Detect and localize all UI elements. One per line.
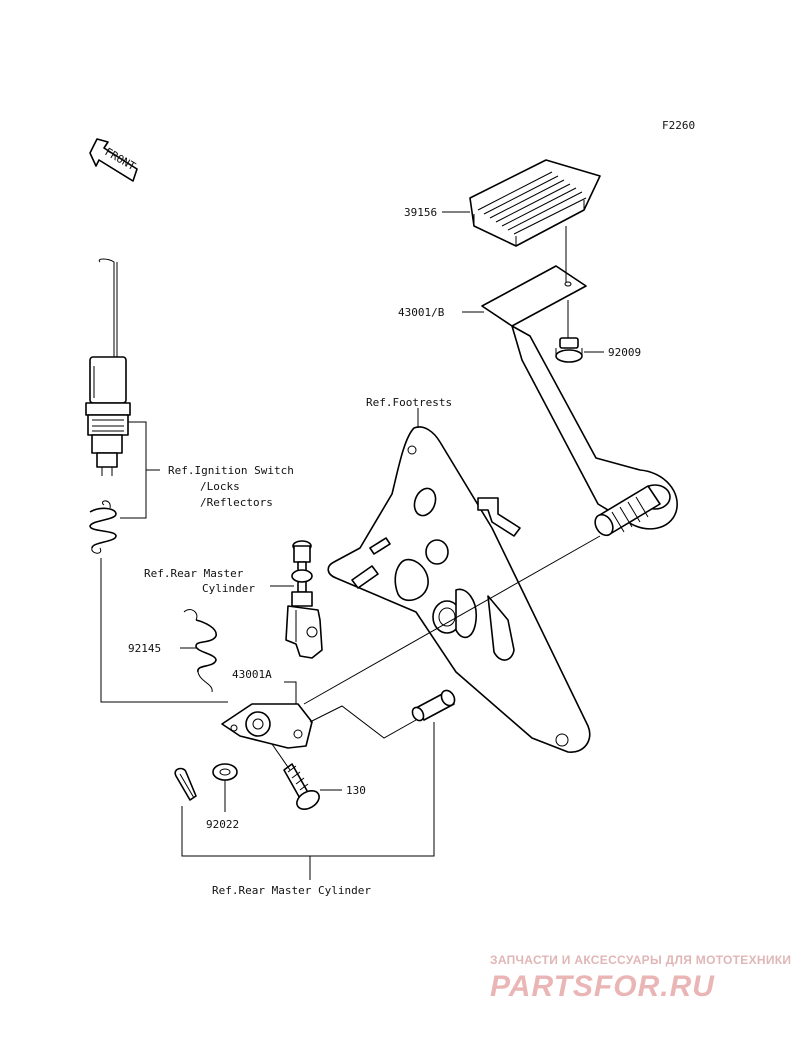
part-92009-label: 92009: [608, 346, 641, 359]
brake-light-switch: [85, 258, 131, 476]
watermark-logo: ЗАПЧАСТИ И АКСЕССУАРЫ ДЛЯ МОТОТЕХНИКИ PA…: [490, 953, 791, 1003]
pivot-bracket: [221, 703, 313, 749]
spring-to-pivot-leader: [100, 558, 228, 703]
watermark-main-text: PARTSFOR.RU: [490, 970, 715, 1003]
bolt-axis: [271, 743, 291, 771]
pedal-pad: [469, 159, 601, 247]
return-spring-92145: [183, 609, 217, 693]
bottom-master-leader: [181, 722, 435, 880]
ref-rear-master-cylinder-bottom-label: Ref.Rear Master Cylinder: [212, 884, 371, 897]
pivot-shaft: [594, 485, 661, 537]
pin-axis-line: [309, 705, 417, 739]
part-39156-label: 39156: [404, 206, 437, 219]
clevis-43001a: [285, 605, 323, 659]
ref-reflectors-label: /Reflectors: [200, 496, 273, 509]
part-92022-label: 92022: [206, 818, 239, 831]
switch-spring: [89, 500, 117, 554]
footrest-plate: [327, 426, 591, 753]
washer-92022: [212, 763, 238, 781]
plate-pins: [351, 537, 391, 589]
figure-code: F2260: [662, 119, 695, 132]
cotter-pin: [174, 767, 197, 801]
pivot-axis-line: [303, 535, 601, 705]
watermark-top-text: ЗАПЧАСТИ И АКСЕССУАРЫ ДЛЯ МОТОТЕХНИКИ: [490, 953, 791, 967]
bolt-130: [283, 763, 320, 810]
ref-ignition-switch-label: Ref.Ignition Switch: [168, 464, 294, 477]
front-arrow-icon: FRONT: [89, 138, 138, 182]
clevis-pin: [411, 689, 456, 722]
master-cylinder-rod: [291, 540, 313, 607]
ref-locks-label: /Locks: [200, 480, 240, 493]
part-92145-label: 92145: [128, 642, 161, 655]
part-43001b-label: 43001/B: [398, 306, 445, 319]
ref-rear-master-label: Ref.Rear Master: [144, 567, 244, 580]
cylinder-label: Cylinder: [202, 582, 255, 595]
part-130-label: 130: [346, 784, 366, 797]
ref-footrests-label: Ref.Footrests: [366, 396, 452, 409]
nut-92009: [555, 300, 583, 363]
part-43001a-label: 43001A: [232, 668, 272, 681]
ignition-leader: [120, 421, 160, 519]
